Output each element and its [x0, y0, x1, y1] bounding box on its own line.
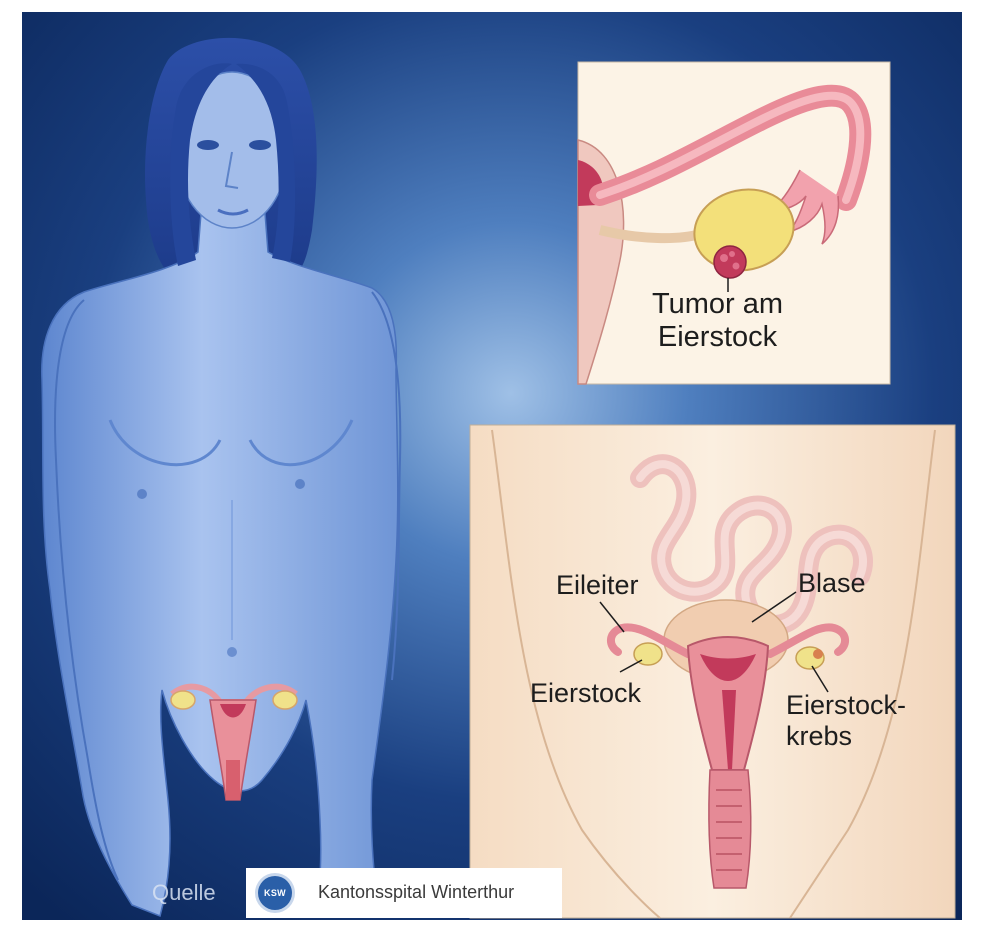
- blase-label: Blase: [798, 568, 866, 599]
- eileiter-label: Eileiter: [556, 570, 639, 601]
- eierstockkrebs-line2: krebs: [786, 721, 906, 752]
- ovarian-tumor: [714, 246, 746, 278]
- source-label: Quelle: [152, 880, 216, 906]
- tumor-label-line2: Eierstock: [652, 321, 783, 354]
- logo-name: Kantonsspital Winterthur: [318, 882, 514, 903]
- ksw-logo-icon: KSW: [258, 876, 292, 910]
- ovarian-cancer-spot: [813, 649, 823, 659]
- navel: [227, 647, 237, 657]
- tumor-label: Tumor am Eierstock: [652, 288, 783, 354]
- left-eye: [197, 140, 219, 150]
- eierstock-label: Eierstock: [530, 678, 641, 709]
- eierstockkrebs-line1: Eierstock-: [786, 690, 906, 721]
- tumor-label-line1: Tumor am: [652, 288, 783, 321]
- right-eye: [249, 140, 271, 150]
- eierstockkrebs-label: Eierstock- krebs: [786, 690, 906, 752]
- pelvis-panel: [470, 425, 955, 918]
